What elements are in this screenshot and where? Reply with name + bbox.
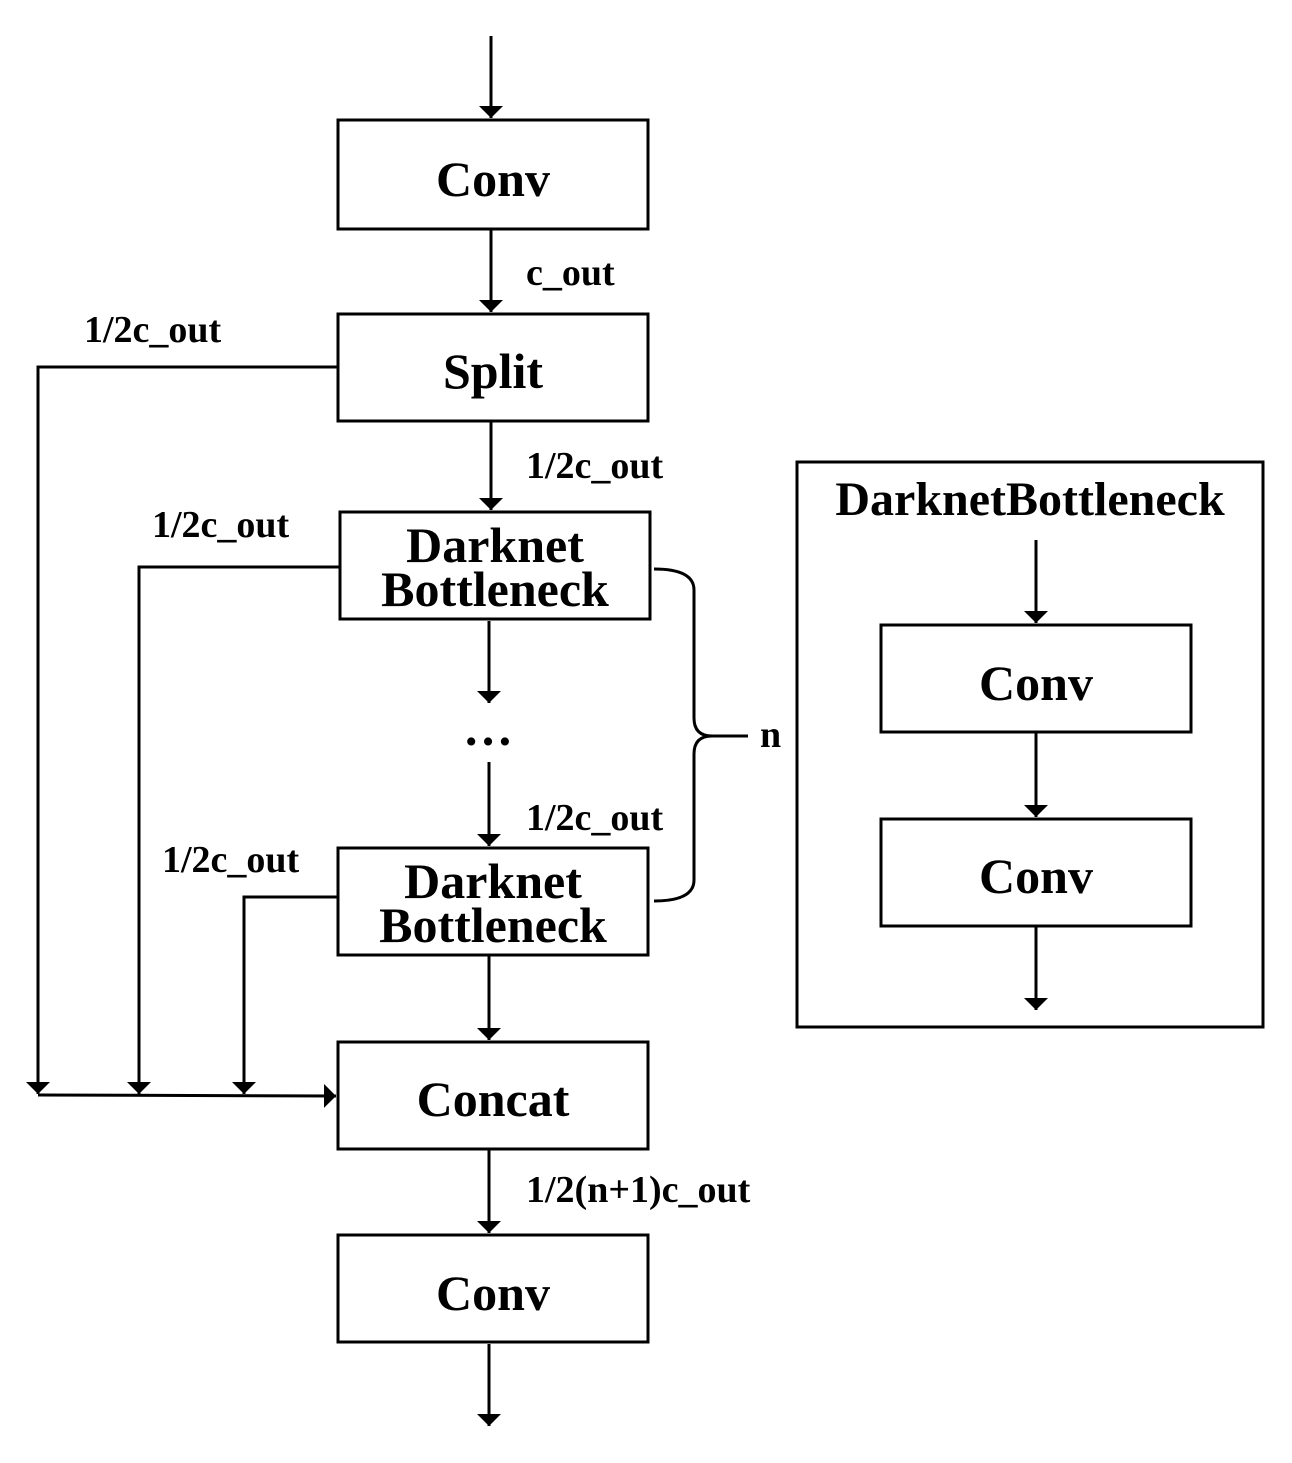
- concat-block: Concat: [336, 1040, 650, 1151]
- repeat-brace: [653, 567, 713, 903]
- bottleneck-first-label-line2: Bottleneck: [381, 561, 609, 617]
- panel-conv-1-label: Conv: [979, 655, 1093, 711]
- bottleneck-last-block: Darknet Bottleneck: [336, 846, 650, 957]
- split-branch-label: 1/2c_out: [84, 309, 222, 351]
- bottleneck-first-label-line1: Darknet: [406, 517, 584, 573]
- bottleneck-first-block: Darknet Bottleneck: [338, 510, 652, 621]
- dots-to-bottleneck-label: 1/2c_out: [526, 797, 664, 839]
- bottleneck-last-branch-line: [232, 895, 338, 1094]
- concat-to-conv-label: 1/2(n+1)c_out: [526, 1169, 751, 1211]
- split-to-bottleneck-label: 1/2c_out: [526, 445, 664, 487]
- bottleneck-last-label-line2: Bottleneck: [379, 897, 607, 953]
- panel-title: DarknetBottleneck: [835, 473, 1225, 526]
- split-label: Split: [443, 343, 543, 399]
- panel-conv-2-label: Conv: [979, 848, 1093, 904]
- bottleneck-last-branch-label: 1/2c_out: [162, 839, 300, 881]
- bottleneck-last-label-line1: Darknet: [404, 853, 582, 909]
- ellipsis: …: [463, 700, 519, 756]
- conv-top-label: Conv: [436, 151, 550, 207]
- concat-input-line: [37, 1083, 337, 1108]
- split-branch-line: [26, 365, 338, 1094]
- bottleneck-first-branch-label: 1/2c_out: [152, 504, 290, 546]
- darknet-bottleneck-panel: DarknetBottleneck Conv Conv: [795, 460, 1265, 1029]
- concat-label: Concat: [417, 1071, 570, 1127]
- conv-bottom-block: Conv: [336, 1233, 650, 1344]
- bottleneck-first-branch-line: [127, 565, 340, 1094]
- conv-to-split-label: c_out: [526, 252, 615, 294]
- conv-top-block: Conv: [336, 118, 650, 231]
- split-block: Split: [336, 312, 650, 423]
- conv-bottom-label: Conv: [436, 1265, 550, 1321]
- repeat-label: n: [760, 714, 781, 756]
